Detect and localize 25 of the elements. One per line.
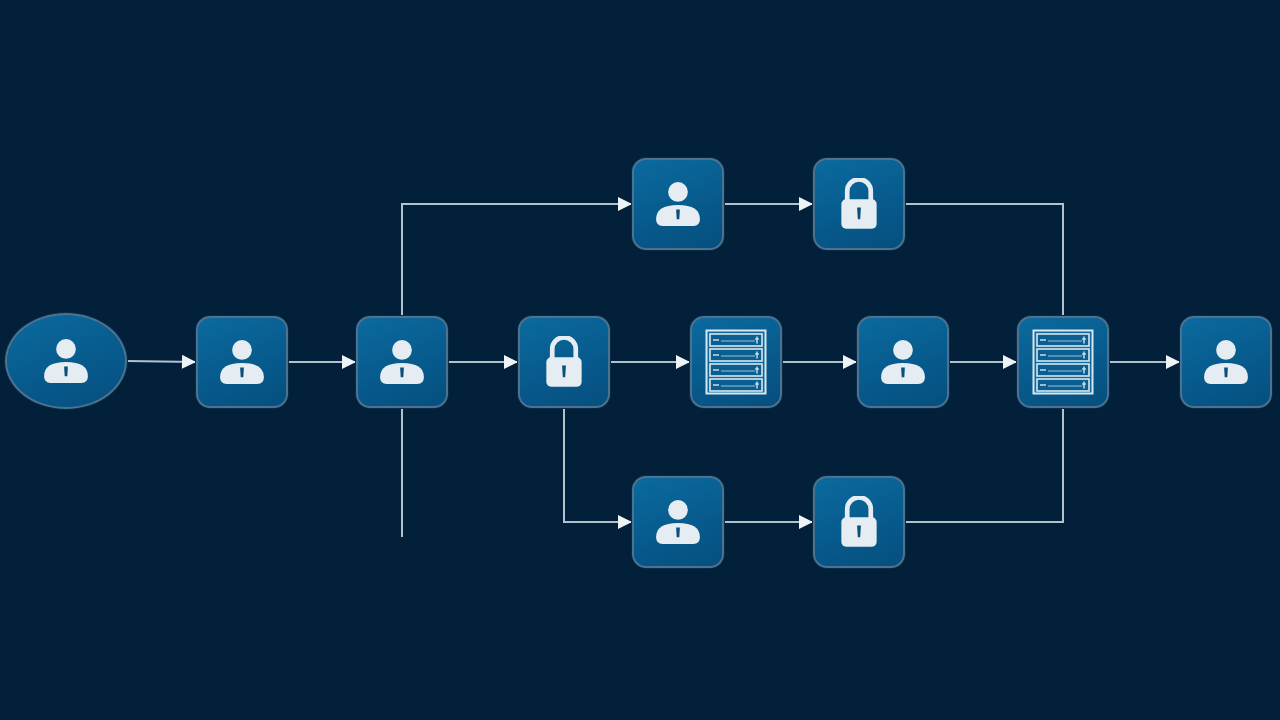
arrow [723, 197, 814, 211]
process-box [813, 476, 905, 568]
arrow [1108, 355, 1181, 369]
process-box [1180, 316, 1272, 408]
arrow [723, 515, 814, 529]
arrow [287, 355, 357, 369]
process-box [857, 316, 949, 408]
process-box [690, 316, 782, 408]
connector-line [401, 407, 403, 538]
process-box [632, 158, 724, 250]
process-box [518, 316, 610, 408]
arrow [401, 197, 633, 317]
arrow [609, 355, 691, 369]
process-box [196, 316, 288, 408]
process-box [1017, 316, 1109, 408]
process-box [813, 158, 905, 250]
connector-line [904, 203, 1064, 317]
connector-line [904, 407, 1064, 523]
process-box [356, 316, 448, 408]
process-box [632, 476, 724, 568]
arrow [563, 407, 633, 529]
arrow [126, 354, 197, 369]
arrow [948, 355, 1018, 369]
arrow [447, 355, 519, 369]
arrow [781, 355, 858, 369]
